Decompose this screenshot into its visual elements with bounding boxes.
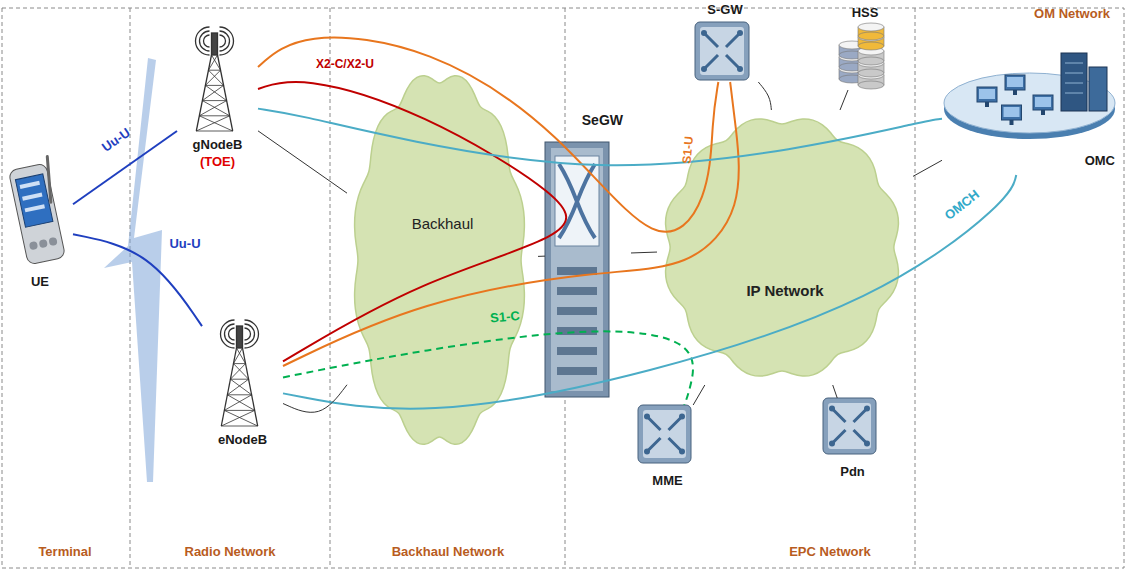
- node-icon: [942, 45, 1117, 145]
- link-line: [283, 82, 739, 366]
- node-label: eNodeB: [202, 432, 283, 448]
- mobile-terminal: UE: [7, 160, 73, 295]
- gateway-device: [545, 142, 609, 397]
- node-icon: [347, 65, 532, 455]
- link-line: [913, 160, 942, 176]
- link-line: [693, 385, 705, 405]
- frame-border: [2, 8, 1124, 568]
- interface-label: S1-U: [680, 136, 697, 164]
- tower-lattice: [221, 320, 259, 426]
- link-line: [258, 131, 347, 193]
- om-platform: [944, 53, 1115, 139]
- base-station: gNodeB(TOE): [177, 25, 258, 180]
- column-divider: [330, 8, 331, 568]
- node-icon: [545, 142, 609, 397]
- ip-cloud: IP Network: [657, 110, 913, 385]
- link-line: [258, 38, 718, 232]
- database: HSS: [827, 5, 903, 90]
- backhaul-cloud: Backhaul: [347, 65, 538, 455]
- node-label: IP Network: [657, 282, 913, 300]
- network-cloud: [355, 76, 525, 445]
- radio-link-bolt: [104, 58, 162, 482]
- column-divider: [915, 8, 916, 568]
- link-line: [631, 252, 657, 254]
- link-line: [758, 82, 771, 110]
- zone-heading: Backhaul Network: [392, 544, 505, 560]
- network-cloud: [666, 119, 899, 376]
- node-label: OMC: [942, 153, 1123, 169]
- node-label: HSS: [827, 5, 903, 21]
- node-icon: [12, 160, 62, 268]
- zone-heading: OM Network: [1034, 6, 1110, 22]
- link-line: [840, 90, 848, 110]
- link-line: [283, 175, 1016, 409]
- node-label: MME: [632, 473, 703, 489]
- node-icon: [638, 405, 691, 463]
- core-router: MME: [632, 405, 703, 493]
- interface-label: OMCH: [942, 187, 983, 224]
- link-line: [258, 82, 566, 362]
- link-line: [538, 256, 545, 257]
- interface-label: Uu-U: [99, 125, 133, 156]
- handset-icon: [7, 157, 68, 265]
- interface-label: S1-C: [490, 308, 521, 326]
- security-gateway: SeGW: [545, 112, 631, 397]
- node-icon: [823, 398, 876, 454]
- node-icon: [837, 23, 887, 89]
- link-line: [258, 109, 942, 166]
- link-line: [833, 385, 838, 398]
- link-line: [283, 331, 693, 405]
- node-icon: [695, 22, 749, 80]
- node-label: gNodeB: [177, 137, 258, 153]
- gateway-router: S-GW: [687, 2, 763, 82]
- interface-label: Uu-U: [169, 236, 200, 252]
- tower-lattice: [196, 27, 234, 131]
- node-icon: [182, 25, 247, 133]
- interface-label: X2-C/X2-U: [316, 57, 374, 71]
- node-label: SeGW: [545, 112, 631, 129]
- core-router: Pdn: [817, 398, 888, 486]
- om-center: OMC: [942, 45, 1123, 175]
- column-divider: [130, 8, 131, 568]
- zone-heading: Terminal: [38, 544, 91, 560]
- zone-heading: Radio Network: [184, 544, 275, 560]
- node-icon: [207, 318, 272, 428]
- router-icon: [823, 398, 876, 454]
- router-icon: [695, 22, 749, 80]
- link-line: [73, 234, 202, 326]
- node-label: UE: [7, 274, 73, 290]
- node-label: (TOE): [177, 154, 258, 170]
- node-label: S-GW: [687, 2, 763, 18]
- database-stack: [839, 23, 884, 89]
- zone-heading: EPC Network: [789, 544, 871, 560]
- node-label: Pdn: [817, 464, 888, 480]
- node-label: Backhaul: [347, 215, 538, 233]
- router-icon: [638, 405, 691, 463]
- base-station: eNodeB: [202, 318, 283, 453]
- link-line: [283, 385, 347, 413]
